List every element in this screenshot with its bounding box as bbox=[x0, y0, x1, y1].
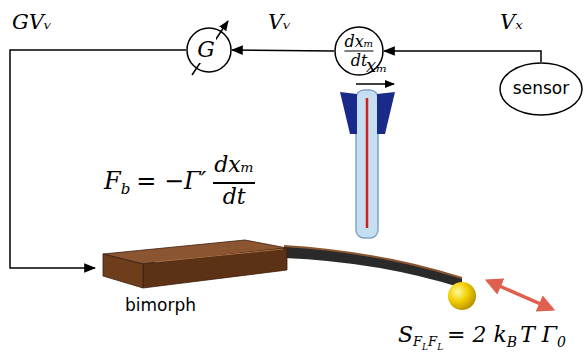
displacement-label: xₘ bbox=[366, 56, 387, 77]
node-text: dxₘ bbox=[344, 33, 373, 51]
formula-part: = 2 k bbox=[447, 322, 507, 347]
formula-part: S bbox=[398, 322, 413, 347]
node-text: bimorph bbox=[125, 296, 196, 316]
node-text: sensor bbox=[513, 79, 569, 99]
formula-part: dt bbox=[223, 184, 246, 209]
probe-mount bbox=[377, 92, 395, 134]
formula-part: F bbox=[428, 335, 437, 350]
signal-label: GVᵥ bbox=[12, 10, 52, 34]
probe-mount bbox=[340, 92, 357, 134]
cantilever bbox=[284, 246, 462, 288]
signal-label: Vₓ bbox=[500, 10, 523, 34]
fraction-bar bbox=[213, 182, 255, 184]
force-arrow bbox=[488, 281, 552, 309]
signal-line bbox=[10, 50, 186, 268]
node-text: G bbox=[196, 37, 216, 62]
glass-tube bbox=[356, 90, 378, 238]
node-text: dt bbox=[351, 52, 368, 70]
formula-part: dxₘ bbox=[214, 152, 254, 177]
formula-part: T Γ bbox=[520, 322, 557, 347]
formula-part: F bbox=[104, 168, 121, 196]
bimorph-actuator: bimorph bbox=[95, 232, 290, 292]
variable-arrow bbox=[192, 21, 228, 75]
formula-part: F bbox=[413, 335, 422, 350]
sensor-ellipse: sensor bbox=[499, 62, 583, 116]
formula-part: = −Γ′ bbox=[136, 168, 206, 196]
cantilever-top bbox=[284, 246, 462, 278]
formula-part: 0 bbox=[557, 334, 566, 350]
displacement-arrow bbox=[356, 83, 394, 85]
signal-label: Vᵥ bbox=[268, 10, 291, 34]
formula-part: b bbox=[121, 181, 131, 198]
block-circle: G bbox=[186, 27, 232, 73]
node-outline bbox=[95, 232, 290, 292]
signal-line bbox=[232, 50, 334, 51]
fiber bbox=[366, 98, 369, 228]
sphere bbox=[448, 282, 476, 310]
signal-line bbox=[384, 51, 541, 62]
formula-part: L bbox=[437, 342, 443, 352]
formula-part: L bbox=[422, 342, 428, 352]
formula-part: B bbox=[507, 334, 517, 350]
